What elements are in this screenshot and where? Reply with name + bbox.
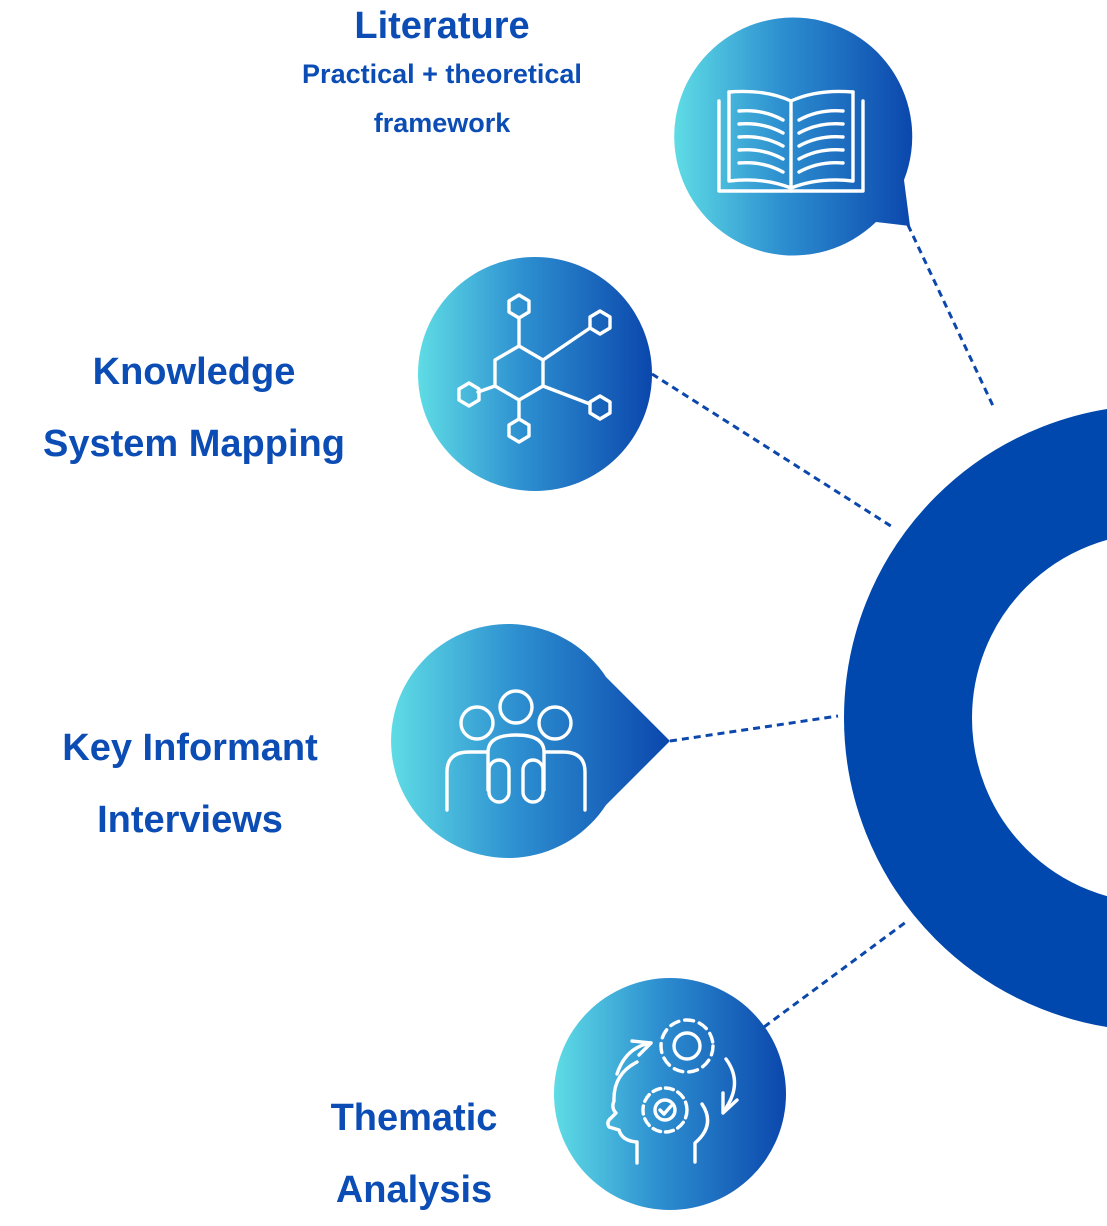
- knowledge-system-mapping-bubble: [418, 257, 652, 491]
- key-informant-interviews-bubble: [391, 624, 670, 858]
- literature-label: Literature Practical + theoretical frame…: [260, 2, 624, 148]
- people-group-icon: [445, 689, 587, 812]
- head-gears-icon: [606, 1018, 739, 1165]
- key-informant-interviews-bubble-shape: [391, 624, 670, 858]
- thematic-analysis-bubble: [554, 978, 786, 1210]
- knowledge-system-mapping-label: Knowledge System Mapping: [8, 336, 380, 480]
- thematic-analysis-line2: Analysis: [335, 1169, 493, 1211]
- literature-title: Literature: [354, 5, 530, 47]
- literature-bubble-shape: [674, 17, 913, 256]
- network-hexagon-icon: [457, 293, 612, 444]
- connector-literature: [906, 224, 996, 409]
- connector-thematic-analysis: [763, 920, 907, 1029]
- knowledge-system-mapping-bubble-shape: [418, 257, 652, 491]
- connectors: [651, 224, 996, 1029]
- key-informant-interviews-label: Key Informant Interviews: [20, 712, 360, 856]
- thematic-analysis-line1: Thematic: [330, 1097, 498, 1139]
- open-book-icon: [717, 89, 865, 193]
- literature-bubble: [674, 17, 913, 256]
- knowledge-system-mapping-line2: System Mapping: [43, 423, 345, 465]
- literature-subtitle-line1: Practical + theoretical: [302, 59, 582, 89]
- central-ring: [844, 409, 1107, 1027]
- thematic-analysis-label: Thematic Analysis: [280, 1082, 548, 1226]
- thematic-analysis-bubble-shape: [554, 978, 786, 1210]
- literature-subtitle-line2: framework: [373, 108, 511, 138]
- key-informant-interviews-line1: Key Informant: [62, 727, 318, 769]
- key-informant-interviews-line2: Interviews: [97, 799, 283, 841]
- knowledge-system-mapping-line1: Knowledge: [92, 351, 296, 393]
- connector-key-informant-interviews: [669, 714, 839, 743]
- connector-knowledge-system-mapping: [651, 372, 895, 530]
